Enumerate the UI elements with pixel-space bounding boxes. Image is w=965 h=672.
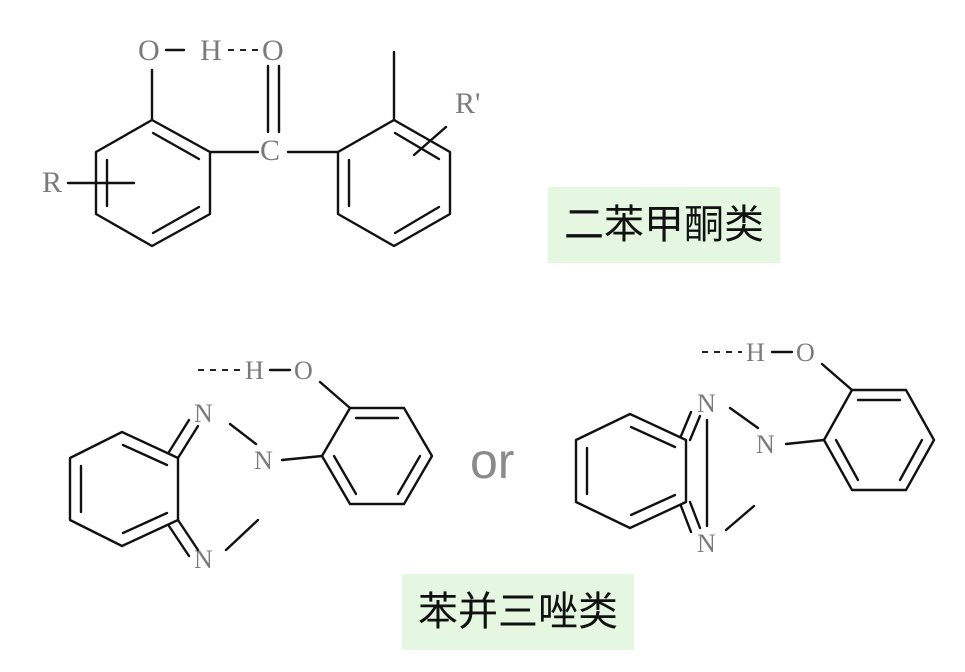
atom-R: R [42,166,62,199]
cn-double-bond-bottom-right-b [679,504,693,534]
atom-O-carbonyl: O [262,34,284,67]
atom-H-right: H [746,338,765,367]
atom-C-carbonyl: C [260,134,280,167]
benzotriazole-structure-left: H O N N N [68,356,434,574]
cn-double-bond-top-left [176,424,200,460]
or-connector: or [470,433,514,489]
cn-double-bond-top-right-b [679,410,693,438]
atom-N-center-left: N [254,446,273,475]
phenol-ring-left [320,406,434,506]
atom-N-bottom-right: N [697,529,716,558]
atom-O-hydroxyl: O [138,34,160,67]
benzo-ring-left [68,430,180,548]
n-bond-bottom-right [724,504,756,532]
phenol-o-bond-right [820,362,854,392]
atom-O-left: O [294,356,313,385]
benzophenone-structure: O H O C R R' [42,34,480,248]
atom-N-bottom-left: N [194,545,213,574]
atom-O-right: O [796,338,815,367]
cn-double-bond-top-right [688,414,702,442]
right-benzene-ring [336,118,452,248]
cn-double-bond-bottom-left [176,518,200,552]
n-phenyl-bond-left [280,454,324,462]
benzo-ring-right [574,412,688,530]
n-bond-bottom-left [224,518,260,552]
atom-H: H [200,34,222,67]
phenol-ring-right [822,388,936,492]
atom-N-top-right: N [697,389,716,418]
cn-double-bond-bottom-left-b [167,524,191,558]
n-n-bond-upper-right [728,406,760,430]
atom-N-top-left: N [194,399,213,428]
atom-R-prime: R' [455,87,480,120]
atom-H-left: H [245,356,264,385]
benzotriazole-structure-right: H O N N N [574,338,936,558]
cn-double-bond-bottom-right [688,500,702,530]
n-n-bond-upper-left [228,422,258,446]
phenol-o-bond-left [318,380,352,410]
atom-N-center-right: N [756,430,775,459]
cn-double-bond-top-left-b [167,418,191,454]
n-phenyl-bond-right [784,438,826,446]
benzophenone-class-label: 二苯甲酮类 [548,187,780,263]
r-prime-substituent-bond [412,125,448,157]
benzotriazole-class-label: 苯并三唑类 [402,574,634,650]
